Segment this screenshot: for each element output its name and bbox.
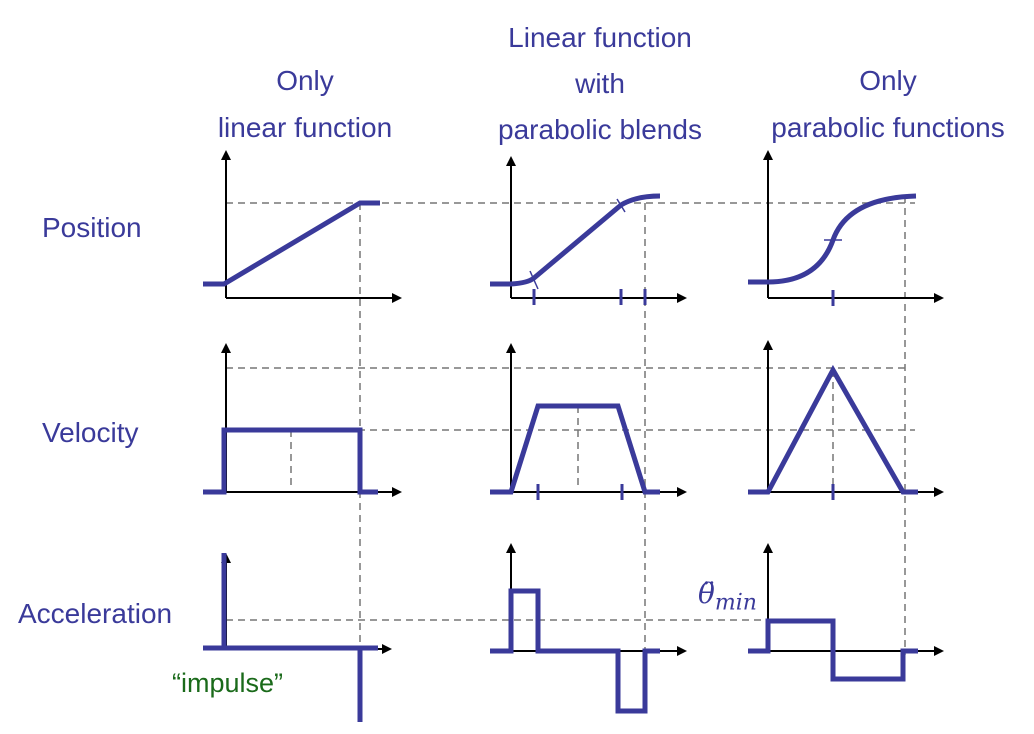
column-title-line: with: [575, 68, 625, 99]
column-title-line: parabolic blends: [498, 114, 702, 145]
linear-velocity-curve: [203, 427, 378, 495]
blend-position-curve: [490, 193, 661, 305]
row-label-velocity: Velocity: [42, 417, 139, 448]
theta-subscript: min: [714, 590, 757, 616]
column-title-line: linear function: [217, 112, 393, 143]
blend-velocity-curve: [490, 403, 660, 500]
column-title-blend: Linear function with parabolic blends: [470, 15, 730, 153]
impulse-label: “impulse”: [172, 668, 284, 698]
theta-min-label: θ̈min: [698, 580, 757, 615]
column-title-linear: Only linear function: [195, 57, 415, 151]
row-label-position: Position: [42, 212, 142, 243]
guide-lines: [226, 196, 915, 655]
column-title-line: Linear function: [508, 22, 692, 53]
row-label-acceleration: Acceleration: [18, 598, 173, 629]
column-title-line: parabolic functions: [771, 112, 1005, 143]
parabolic-position-curve: [748, 193, 917, 306]
column-title-line: Only: [859, 65, 917, 96]
parabolic-velocity-curve: [748, 364, 918, 500]
theta-symbol: θ̈: [698, 577, 715, 610]
column-title-line: Only: [276, 65, 334, 96]
linear-position-curve: [203, 200, 380, 287]
parabolic-acceleration-curve: [748, 618, 918, 682]
blend-acceleration-curve: [490, 588, 660, 714]
linear-acceleration-curve: [203, 553, 378, 722]
axes: [221, 150, 944, 656]
column-title-parabolic: Only parabolic functions: [748, 57, 1028, 151]
